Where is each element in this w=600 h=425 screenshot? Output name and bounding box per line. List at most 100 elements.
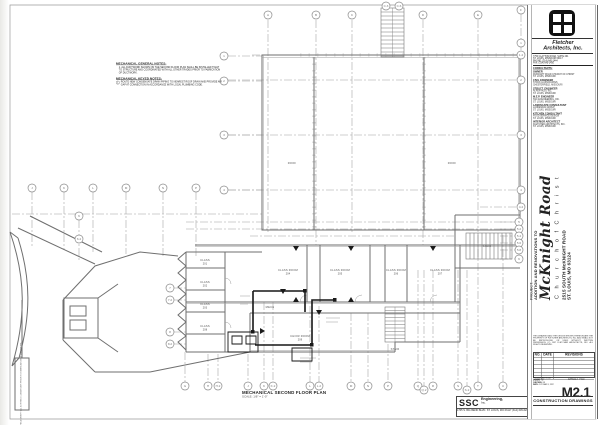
grid-bubble: 4 [219, 185, 229, 195]
svg-text:1: 1 [223, 54, 225, 58]
svg-text:MECH: MECH [266, 305, 275, 309]
svg-text:L: L [92, 186, 94, 190]
sheet-date: DATE: OCTOBER 1, 1997 [533, 383, 554, 386]
grid-bubble: 1 [219, 51, 229, 61]
svg-text:N: N [162, 186, 164, 190]
svg-text:CLASS: CLASS [200, 324, 210, 328]
svg-text:U: U [502, 384, 504, 388]
keyed-note-number: 1 [116, 80, 120, 85]
sheet-no-label: SHEET NO: [567, 377, 585, 381]
engineer-name: Engineering, [481, 397, 504, 401]
grid-bubble: N [158, 183, 168, 193]
svg-text:L.2: L.2 [317, 384, 322, 388]
engineer-address: 1705 S. BIG BEND BLVD. ST. LOUIS, MO 631… [457, 409, 530, 412]
general-notes-header: MECHANICAL GENERAL NOTES: [116, 62, 167, 66]
keyed-notes-header: MECHANICAL KEYED NOTES: [116, 76, 162, 81]
svg-text:C.6: C.6 [397, 4, 402, 8]
wall-detail-lines [186, 53, 520, 363]
room-label: MECH [266, 305, 275, 309]
svg-text:J: J [31, 186, 33, 190]
svg-text:K: K [63, 186, 66, 190]
grid-bubble: G [180, 381, 190, 391]
sheet-border [9, 4, 597, 420]
grid-bubble: T [473, 381, 483, 391]
svg-text:CLASS ROOM: CLASS ROOM [330, 268, 350, 272]
engineer-stamp-box: SSC Engineering, Inc. 1705 S. BIG BEND B… [456, 396, 536, 417]
grid-bubble: 4 [516, 185, 526, 195]
svg-text:C: C [351, 13, 354, 17]
svg-text:K.2: K.2 [271, 384, 276, 388]
firm-address-line: 7750 CLAYTON ROAD, SUITE 201 [533, 54, 569, 58]
svg-text:2: 2 [520, 78, 522, 82]
grid-bubble: M [346, 381, 356, 391]
grid-bubble: S.2 [462, 385, 472, 395]
stamp-block: PROJECT NO: 97-118 DRAWN: TW CHECKED: DF… [533, 377, 593, 400]
svg-text:CHOIR ROOM: CHOIR ROOM [290, 334, 310, 338]
revision-row [534, 364, 594, 369]
stairs [380, 7, 513, 343]
grid-bubble: 7 [165, 283, 175, 293]
firm-address: 7750 CLAYTON ROAD, SUITE 201 ST. LOUIS, … [533, 55, 593, 66]
firm-address-line: ST. LOUIS, MISSOURI 63117 [533, 57, 563, 60]
grid-bubble: J [27, 183, 37, 193]
drawn-by: DRAWN: TW [533, 379, 544, 381]
svg-text:6: 6 [78, 214, 80, 218]
grid-bubble: L.2 [314, 381, 324, 391]
side-note-text: FIELD VERIFY ALL EXISTING CONDITIONS PRI… [20, 342, 23, 425]
svg-text:5.8: 5.8 [517, 248, 522, 252]
project-address2: ST. LOUIS, MO 63124 [566, 252, 572, 300]
engineer-abbr: SSC [459, 397, 480, 408]
project-title-block: PROJECT: ADDITION AND RENOVATIONS TO McK… [530, 140, 593, 300]
svg-text:P: P [387, 384, 389, 388]
svg-text:206: 206 [394, 273, 399, 276]
svg-text:STAIR: STAIR [391, 347, 400, 351]
grid-bubble: J [243, 381, 253, 391]
svg-text:1: 1 [520, 41, 522, 45]
svg-text:3: 3 [223, 133, 225, 137]
svg-text:5: 5 [518, 220, 520, 224]
svg-text:207: 207 [438, 273, 443, 276]
grid-bubble: M [121, 183, 131, 193]
firm-logo [549, 10, 575, 36]
svg-text:CLASS ROOM: CLASS ROOM [430, 268, 450, 272]
svg-text:ROOF: ROOF [448, 161, 457, 165]
building-walls [9, 54, 521, 411]
firm-address-line: PHONE: (314) 645-1444 [533, 59, 558, 62]
grid-bubble: K [59, 183, 69, 193]
svg-text:Q.2: Q.2 [422, 388, 427, 392]
title-block: Fletcher Architects, Inc. 7750 CLAYTON R… [527, 5, 598, 419]
phase-block: CONSTRUCTION DRAWINGS [533, 396, 593, 406]
svg-text:8: 8 [169, 330, 171, 334]
svg-text:E: E [477, 13, 479, 17]
grid-bubble: P [191, 183, 201, 193]
engineer-name2: Inc. [481, 400, 486, 405]
revision-row [534, 375, 594, 380]
plan-title: MECHANICAL SECOND FLOOR PLAN [242, 390, 327, 396]
svg-text:S: S [457, 384, 459, 388]
grid-bubble: F [516, 5, 526, 15]
grid-bubble: S [453, 381, 463, 391]
svg-text:202: 202 [203, 285, 208, 288]
grid-bubble: 7.2 [165, 295, 175, 305]
grid-bubble: U [498, 381, 508, 391]
svg-text:L: L [309, 384, 311, 388]
room-label: STAIR [391, 347, 400, 351]
svg-text:5.2: 5.2 [517, 227, 522, 231]
revision-row [534, 368, 594, 373]
svg-text:208: 208 [203, 329, 208, 332]
svg-text:T: T [477, 384, 479, 388]
